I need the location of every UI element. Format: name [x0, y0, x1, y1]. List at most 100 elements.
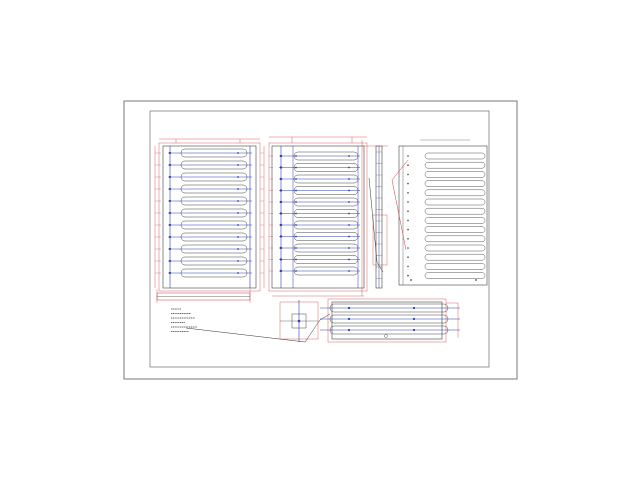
rear-corner-marker [410, 279, 412, 281]
rear-slot-marker [407, 155, 409, 157]
plan-slot-marker [348, 201, 350, 203]
detail-slot-marker [412, 306, 416, 310]
plan-slot-marker [279, 166, 283, 169]
front-slot-marker [237, 224, 239, 226]
front-slot-marker [168, 187, 172, 191]
detail-leader-line [185, 313, 331, 343]
front-slot-marker [168, 271, 172, 275]
rear-slot-marker [407, 210, 409, 212]
front-slot-marker [237, 212, 239, 214]
rear-slot [424, 235, 486, 243]
front-slot-marker [237, 260, 239, 262]
plan-slot-marker [348, 178, 350, 180]
plan-dimension-box [268, 142, 368, 292]
rear-slot-marker [407, 265, 409, 268]
plan-outline [271, 145, 365, 289]
plan-slot-marker [348, 235, 350, 238]
detail-view [185, 298, 460, 343]
rear-slot [424, 272, 486, 279]
rear-slot-marker [407, 238, 409, 240]
plan-slot-marker [295, 189, 297, 192]
front-slot-marker [168, 235, 172, 239]
bottom-dimension-strip [156, 289, 251, 303]
detail-main-outline [331, 301, 443, 340]
front-slot-marker [168, 175, 172, 179]
detail-center-hole [384, 334, 388, 338]
detail-end-hole [297, 319, 301, 323]
front-slot-marker [237, 236, 239, 238]
rear-slot-marker [407, 182, 409, 185]
detail-slot-marker [347, 328, 351, 332]
rear-slot [424, 244, 486, 252]
rear-slot-marker [407, 201, 409, 203]
rear-slot [424, 263, 486, 270]
rear-slot [424, 152, 486, 160]
front-slot-marker [237, 164, 239, 166]
side-detail-box [372, 214, 388, 266]
front-slot-marker [237, 272, 239, 274]
rear-slot [424, 189, 486, 197]
detail-slot-marker [347, 306, 351, 310]
front-slot-marker [168, 151, 172, 155]
leader-notes [171, 308, 197, 332]
front-view [154, 138, 265, 292]
front-slot-marker [168, 163, 172, 167]
plan-slot-marker [295, 247, 297, 249]
front-slot-marker [168, 199, 172, 203]
plan-slot-marker [295, 270, 297, 272]
side-section-leader [368, 177, 384, 273]
rear-slot [424, 180, 486, 187]
plan-slot-marker [279, 235, 283, 238]
rear-slot [424, 217, 486, 224]
plan-slot-marker [348, 224, 350, 226]
rear-slot [424, 207, 486, 215]
front-slot-marker [237, 188, 239, 190]
rear-slot-marker [407, 274, 409, 277]
plan-slot-marker [348, 212, 350, 215]
outer-frame [123, 100, 518, 380]
plan-slot-marker [295, 212, 297, 215]
front-slot-marker [237, 176, 239, 178]
rear-slot-marker [407, 173, 409, 176]
inner-frame [149, 110, 490, 368]
plan-slot-marker [295, 155, 297, 157]
rear-slot-marker [407, 164, 409, 166]
plan-slot-marker [279, 258, 283, 261]
rear-outline [398, 145, 488, 286]
front-dimension-box [158, 142, 261, 292]
rear-view [391, 139, 488, 286]
detail-slot-marker [412, 317, 416, 321]
plan-slot-marker [279, 212, 283, 215]
rear-slot-marker [407, 228, 409, 231]
plan-slot-marker [295, 235, 297, 238]
rear-corner-marker [475, 279, 477, 281]
plan-slot-marker [348, 247, 350, 249]
plan-slot-marker [279, 154, 283, 158]
plan-slot-marker [348, 258, 350, 261]
front-slot-marker [237, 152, 239, 154]
rear-slot-marker [407, 192, 409, 194]
plan-slot-marker [279, 200, 283, 204]
plan-slot-marker [348, 189, 350, 192]
detail-main-dimension-box [327, 298, 447, 343]
front-slot-marker [237, 248, 239, 250]
detail-slot-marker [347, 317, 351, 321]
plan-view [268, 136, 368, 297]
rear-slot [424, 226, 486, 233]
detail-slot-marker [412, 328, 416, 332]
front-slot-marker [168, 223, 172, 227]
rear-slot [424, 253, 486, 261]
plan-slot-marker [348, 166, 350, 169]
rear-slot [424, 198, 486, 206]
plan-slot-marker [295, 166, 297, 169]
front-slot-marker [168, 211, 172, 215]
plan-slot-marker [348, 155, 350, 157]
rear-slot-marker [407, 219, 409, 222]
side-section [362, 145, 388, 289]
rear-leader-bottom [391, 179, 407, 251]
front-slot-marker [168, 247, 172, 251]
plan-slot-marker [279, 189, 283, 192]
plan-slot-marker [295, 258, 297, 261]
front-outline [162, 145, 257, 289]
